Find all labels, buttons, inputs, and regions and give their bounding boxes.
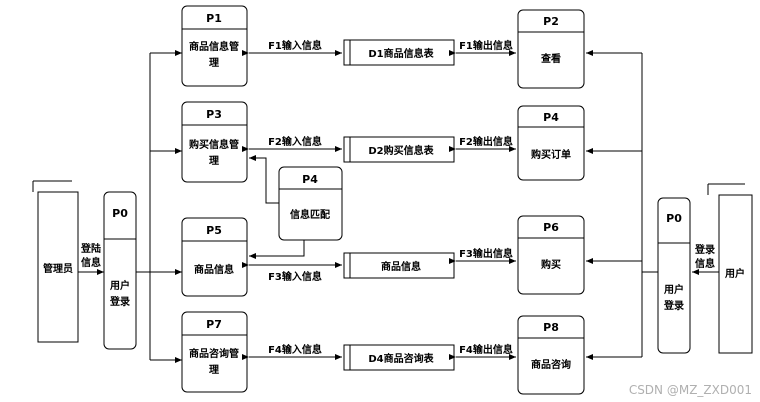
store-d3-label: 商品信息 (381, 260, 421, 273)
process-p0-left-name-2: 登录 (109, 295, 130, 308)
entity-admin-label: 管理员 (43, 262, 73, 275)
store-d2: D2购买信息表 (343, 136, 455, 163)
process-p6: P6 购买 (517, 215, 585, 295)
entity-user: 用户 (707, 183, 753, 354)
process-p8-name: 商品咨询 (531, 358, 571, 371)
process-p6-name: 购买 (541, 258, 561, 271)
process-p7-name-1: 商品咨询管 (189, 347, 239, 360)
process-p0-right-id: P0 (666, 212, 682, 225)
process-p4-order-name: 购买订单 (531, 148, 571, 161)
process-p3: P3 购买信息管 理 (181, 101, 248, 183)
process-p5-id: P5 (206, 224, 222, 237)
flow-admin-login-label-2: 信息 (81, 256, 101, 269)
process-p2-name: 查看 (540, 52, 561, 65)
process-p4-match-name: 信息匹配 (290, 208, 330, 221)
process-p4-order-id: P4 (543, 111, 559, 124)
process-p7-id: P7 (206, 318, 222, 331)
process-p0-right-name-1: 用户 (663, 283, 684, 296)
process-p5: P5 商品信息 (181, 217, 248, 297)
process-p7-name-2: 理 (209, 364, 219, 376)
process-p0-left-id: P0 (112, 207, 128, 220)
flow-user-login-label-2: 信息 (695, 257, 715, 270)
store-d3: 商品信息 (343, 252, 455, 279)
flow-f2-out-label: F2输出信息 (459, 135, 513, 148)
store-d2-label: D2购买信息表 (368, 144, 434, 157)
process-p2-id: P2 (543, 15, 559, 28)
process-p8: P8 商品咨询 (517, 315, 585, 395)
process-p1-name-2: 理 (209, 57, 219, 69)
process-p4-order: P4 购买订单 (517, 105, 585, 181)
store-d1-label: D1商品信息表 (368, 47, 434, 60)
entity-user-label: 用户 (724, 267, 745, 280)
flow-f2-in-label: F2输入信息 (268, 135, 322, 148)
process-p3-name-2: 理 (209, 155, 219, 167)
store-d1: D1商品信息表 (343, 39, 455, 66)
process-p0-left-name-1: 用户 (109, 279, 130, 292)
process-p6-id: P6 (543, 221, 559, 234)
process-p1-id: P1 (206, 12, 222, 25)
process-p1: P1 商品信息管 理 (181, 5, 248, 87)
entity-admin: 管理员 (32, 180, 79, 343)
flow-admin-login-label-1: 登陆 (80, 242, 101, 255)
flow-f1-in-label: F1输入信息 (268, 39, 322, 52)
watermark: CSDN @MZ_ZXD001 (629, 383, 752, 397)
flow-f3-out-label: F3输出信息 (459, 247, 513, 260)
flow-f4-out-label: F4输出信息 (459, 343, 513, 356)
process-p0-right-name-2: 登录 (663, 299, 684, 312)
process-p0-left: P0 用户 登录 (103, 191, 137, 350)
flow-f4-in-label: F4输入信息 (268, 343, 322, 356)
process-p1-name-1: 商品信息管 (189, 40, 239, 53)
process-p3-name-1: 购买信息管 (189, 138, 239, 151)
process-p3-id: P3 (206, 108, 222, 121)
process-p4-match-id: P4 (302, 173, 318, 186)
store-d4-label: D4商品咨询表 (368, 352, 434, 365)
process-p8-id: P8 (543, 321, 559, 334)
process-p2: P2 查看 (517, 9, 585, 89)
flow-f1-out-label: F1输出信息 (459, 39, 513, 52)
store-d4: D4商品咨询表 (343, 344, 455, 371)
process-p0-right: P0 用户 登录 (657, 197, 691, 354)
process-p5-name-1: 商品信息 (194, 263, 234, 276)
flow-f3-in-label: F3输入信息 (268, 270, 322, 283)
process-p4-match: P4 信息匹配 (278, 166, 343, 241)
process-p7: P7 商品咨询管 理 (181, 311, 248, 393)
flow-user-login-label-1: 登录 (694, 243, 715, 256)
